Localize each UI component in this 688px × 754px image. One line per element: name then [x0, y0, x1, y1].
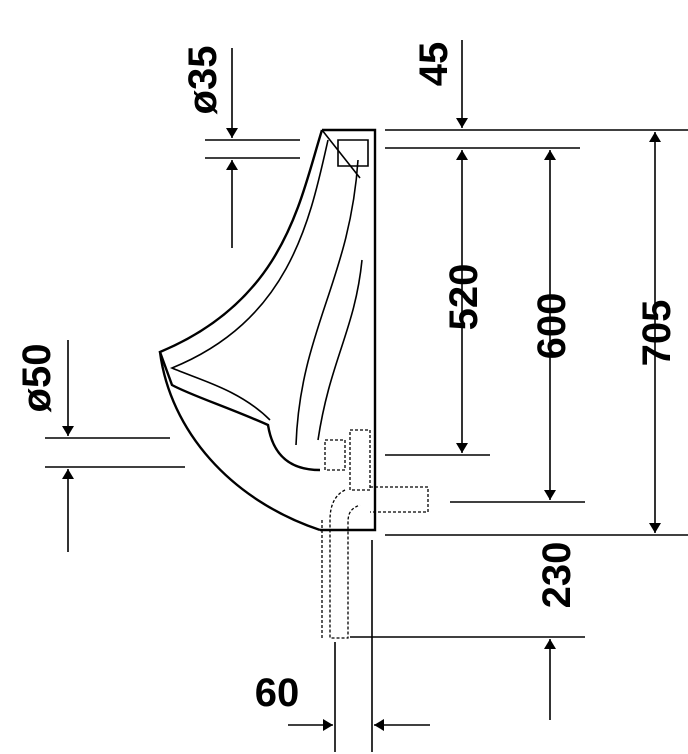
extension-lines — [45, 129, 688, 638]
siphon-pipe — [321, 429, 429, 639]
label-inlet-to-drain: 600 — [530, 293, 574, 360]
label-inlet-diameter: ø35 — [181, 46, 225, 115]
label-inlet-to-outlet: 520 — [442, 264, 486, 331]
label-total-height: 705 — [635, 300, 679, 367]
drain-lines — [334, 540, 373, 752]
label-outlet-diameter: ø50 — [15, 344, 59, 413]
label-drain-below: 230 — [535, 542, 579, 609]
dimension-lines — [62, 40, 661, 731]
urinal-body — [158, 128, 377, 532]
label-drain-pipe-width: 60 — [255, 671, 300, 715]
label-inlet-offset: 45 — [412, 42, 456, 87]
